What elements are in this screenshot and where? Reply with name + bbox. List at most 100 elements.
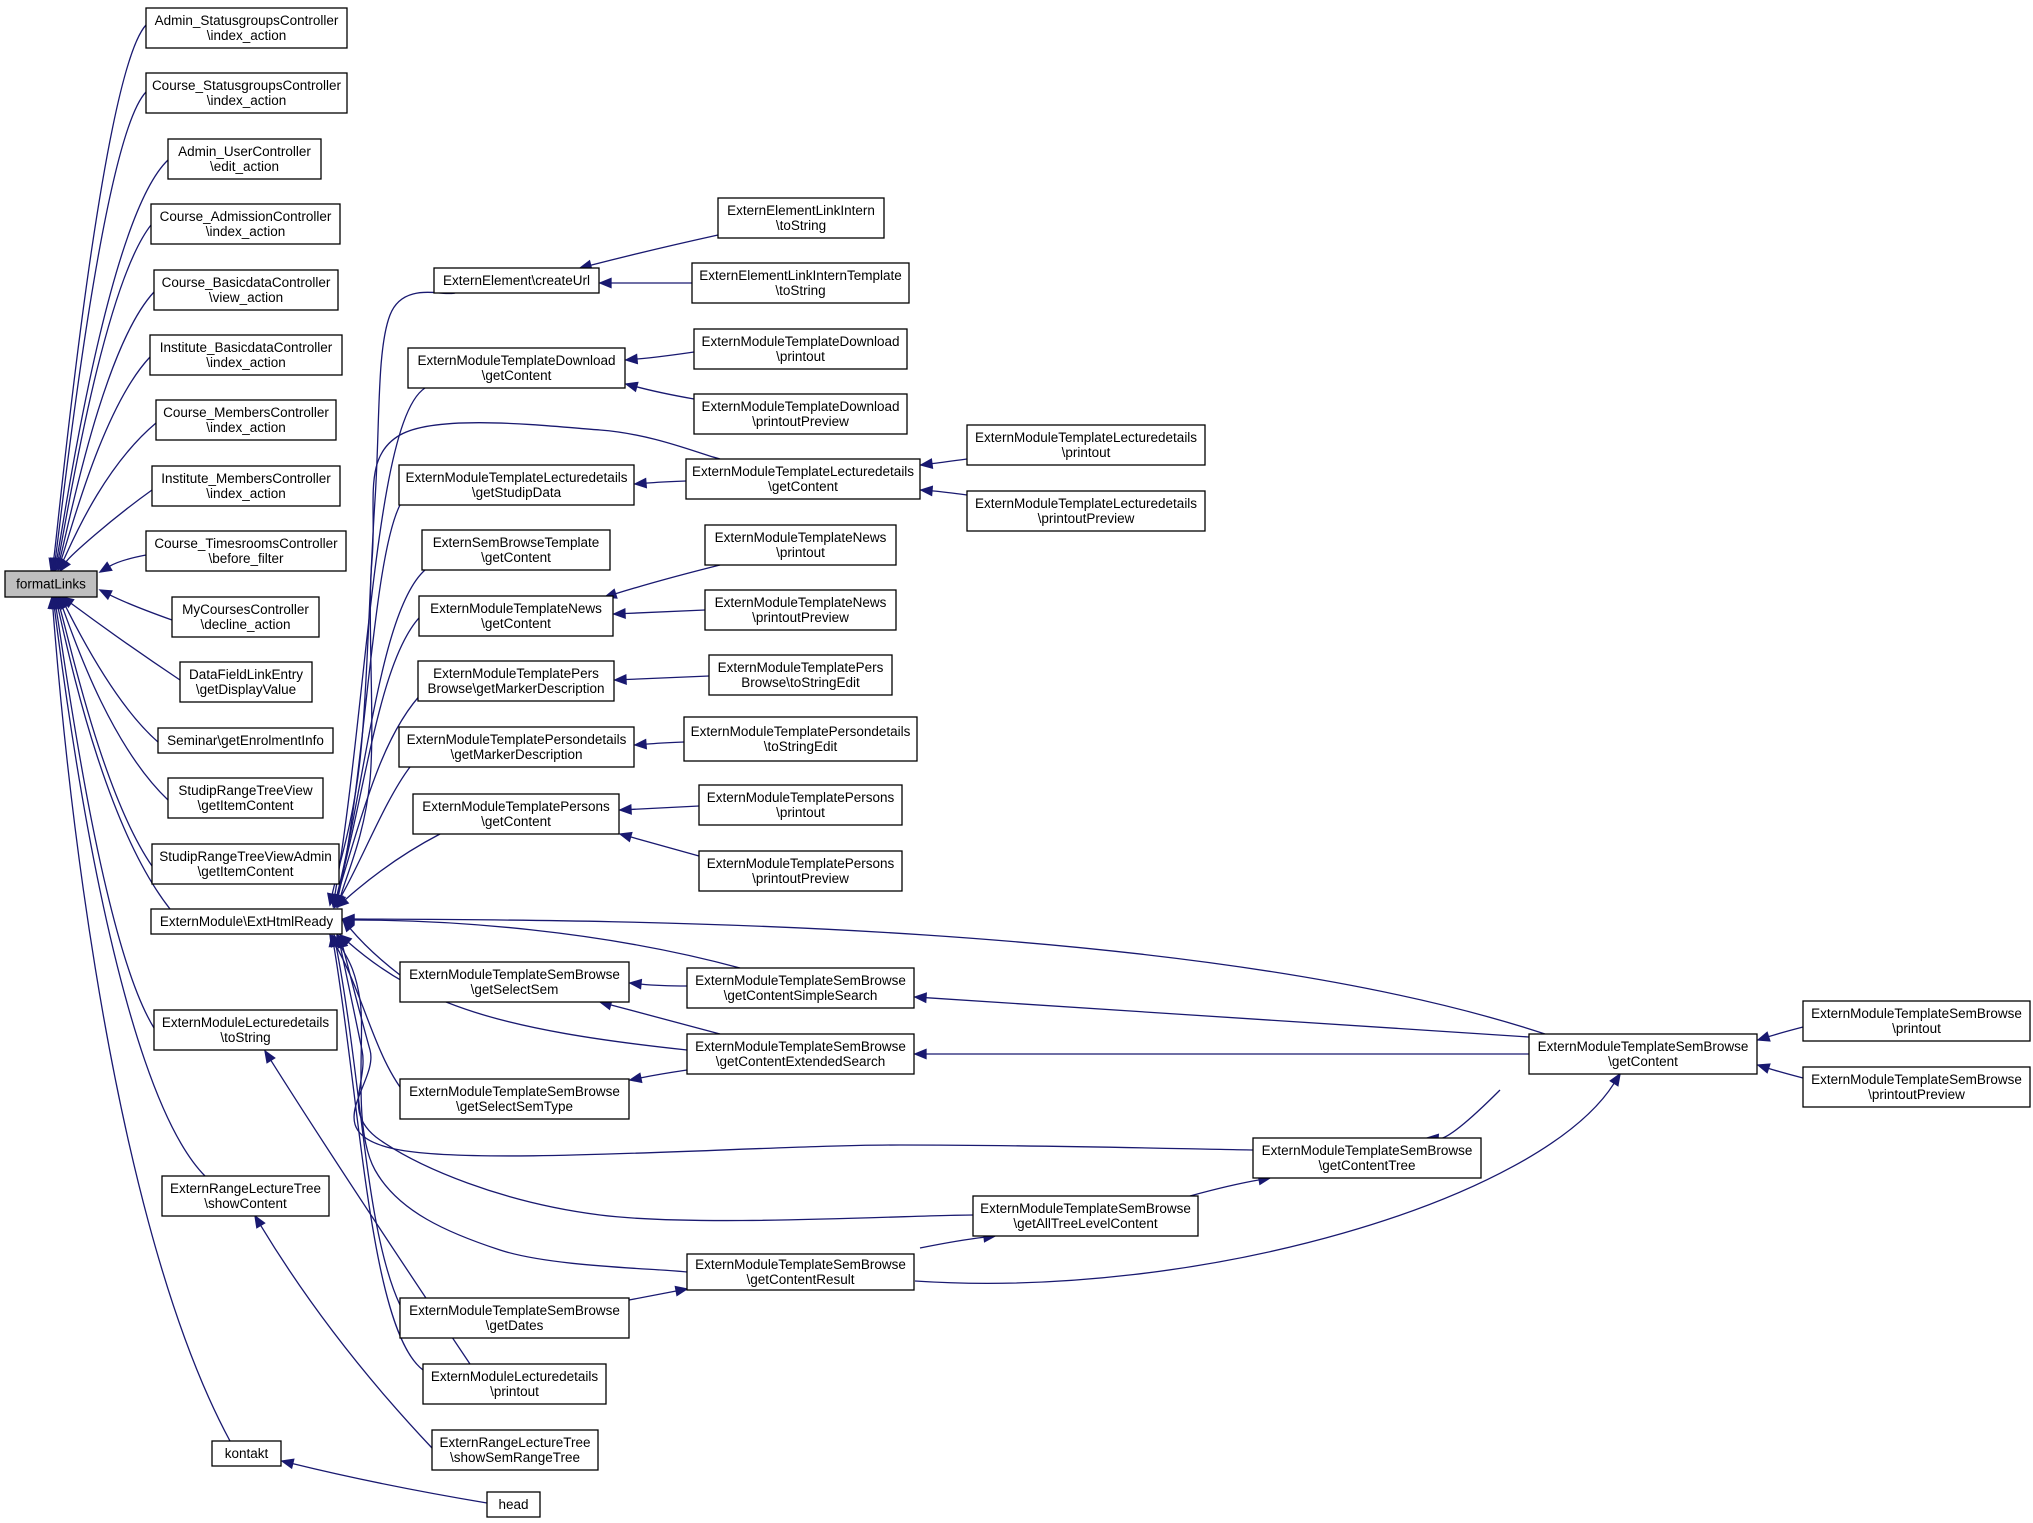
node-label: ExternModuleTemplateSemBrowse bbox=[980, 1201, 1191, 1216]
node-eml_tostring[interactable]: ExternModuleLecturedetails\toString bbox=[153, 1009, 338, 1051]
node-kontakt[interactable]: kontakt bbox=[211, 1440, 282, 1467]
node-exthtml[interactable]: ExternModule\ExtHtmlReady bbox=[150, 908, 343, 935]
arrowhead-icon bbox=[328, 933, 340, 948]
node-box bbox=[418, 595, 614, 637]
edge-line bbox=[339, 945, 974, 1222]
node-box bbox=[685, 458, 921, 500]
node-emtsb_getselectsem[interactable]: ExternModuleTemplateSemBrowse\getSelectS… bbox=[399, 961, 630, 1003]
node-box bbox=[698, 784, 903, 826]
node-label: ExternModuleTemplatePersondetails bbox=[407, 732, 627, 747]
node-course_status[interactable]: Course_StatusgroupsController\index_acti… bbox=[145, 72, 348, 114]
edge-emtsb_dates-to-emtsb_result bbox=[628, 1285, 689, 1301]
node-admin_user[interactable]: Admin_UserController\edit_action bbox=[167, 138, 322, 180]
node-box bbox=[966, 424, 1206, 466]
edge-line bbox=[344, 833, 441, 901]
edge-line bbox=[60, 356, 151, 561]
node-esbt_getcontent[interactable]: ExternSemBrowseTemplate\getContent bbox=[421, 529, 611, 571]
node-box bbox=[145, 530, 347, 572]
node-studip_tree_admin[interactable]: StudipRangeTreeViewAdmin\getItemContent bbox=[151, 843, 340, 885]
node-inst_basic[interactable]: Institute_BasicdataController\index_acti… bbox=[149, 334, 343, 376]
node-formatLinks[interactable]: formatLinks bbox=[4, 570, 98, 598]
node-erlt_showsem[interactable]: ExternRangeLectureTree\showSemRangeTree bbox=[431, 1429, 599, 1471]
node-emtn_getcontent[interactable]: ExternModuleTemplateNews\getContent bbox=[418, 595, 614, 637]
node-label: ExternModuleTemplatePersons bbox=[707, 790, 895, 805]
node-admin_status[interactable]: Admin_StatusgroupsController\index_actio… bbox=[145, 7, 348, 49]
arrowhead-icon bbox=[919, 485, 934, 497]
node-label: Seminar\getEnrolmentInfo bbox=[167, 733, 324, 748]
node-inst_members[interactable]: Institute_MembersController\index_action bbox=[151, 465, 341, 507]
edge-line bbox=[333, 945, 424, 1371]
node-emtn_preview[interactable]: ExternModuleTemplateNews\printoutPreview bbox=[704, 589, 897, 631]
node-emtp_preview[interactable]: ExternModuleTemplatePersons\printoutPrev… bbox=[698, 850, 903, 892]
node-emtl_getcontent[interactable]: ExternModuleTemplateLecturedetails\getCo… bbox=[685, 458, 921, 500]
node-box bbox=[145, 72, 348, 114]
node-emtsb_simple[interactable]: ExternModuleTemplateSemBrowse\getContent… bbox=[686, 967, 915, 1009]
edge-line bbox=[342, 946, 1254, 1157]
node-course_members[interactable]: Course_MembersController\index_action bbox=[155, 399, 337, 441]
node-label: ExternModuleLecturedetails bbox=[431, 1369, 599, 1384]
node-emtd_getcontent[interactable]: ExternModuleTemplateDownload\getContent bbox=[407, 347, 626, 389]
node-course_basic[interactable]: Course_BasicdataController\view_action bbox=[153, 269, 339, 311]
node-course_admission[interactable]: Course_AdmissionController\index_action bbox=[150, 203, 341, 245]
node-emtsb_extended[interactable]: ExternModuleTemplateSemBrowse\getContent… bbox=[686, 1033, 915, 1075]
node-emtd_preview[interactable]: ExternModuleTemplateDownload\printoutPre… bbox=[693, 393, 908, 435]
node-box bbox=[708, 654, 893, 696]
node-label: ExternModuleTemplateDownload bbox=[701, 399, 899, 414]
node-label: \getContent bbox=[482, 368, 552, 383]
node-box bbox=[683, 716, 918, 762]
edge-line bbox=[349, 927, 401, 976]
node-label: \index_action bbox=[206, 355, 286, 370]
node-emtpd_getmarker[interactable]: ExternModuleTemplatePersondetails\getMar… bbox=[398, 726, 635, 768]
edge-line bbox=[334, 944, 411, 1101]
node-emtl_getstudip[interactable]: ExternModuleTemplateLecturedetails\getSt… bbox=[398, 464, 635, 506]
edge-line bbox=[54, 91, 147, 560]
edge-line bbox=[1437, 1089, 1501, 1140]
node-datafield[interactable]: DataFieldLinkEntry\getDisplayValue bbox=[179, 661, 313, 703]
edge-emtn_printout-to-emtn_getcontent bbox=[603, 564, 721, 599]
node-emtl_preview[interactable]: ExternModuleTemplateLecturedetails\print… bbox=[966, 490, 1206, 532]
node-mycourses[interactable]: MyCoursesController\decline_action bbox=[171, 596, 320, 638]
node-emtsb_alltree[interactable]: ExternModuleTemplateSemBrowse\getAllTree… bbox=[972, 1195, 1199, 1237]
node-box bbox=[151, 843, 340, 885]
node-emtn_printout[interactable]: ExternModuleTemplateNews\printout bbox=[704, 524, 897, 566]
node-emtp_getcontent[interactable]: ExternModuleTemplatePersons\getContent bbox=[412, 793, 620, 835]
node-emtd_printout[interactable]: ExternModuleTemplateDownload\printout bbox=[693, 328, 908, 370]
node-emtpd_tostring[interactable]: ExternModuleTemplatePersondetails\toStri… bbox=[683, 716, 918, 762]
node-emtp_printout[interactable]: ExternModuleTemplatePersons\printout bbox=[698, 784, 903, 826]
node-label: formatLinks bbox=[16, 577, 86, 592]
node-label: Course_TimesroomsController bbox=[154, 536, 338, 551]
node-head[interactable]: head bbox=[486, 1491, 541, 1518]
node-emtsb_result[interactable]: ExternModuleTemplateSemBrowse\getContent… bbox=[686, 1253, 915, 1291]
node-box bbox=[153, 1009, 338, 1051]
edge-line bbox=[590, 234, 719, 266]
arrowhead-icon bbox=[335, 895, 350, 909]
node-eelit_tostring[interactable]: ExternElementLinkInternTemplate\toString bbox=[691, 262, 910, 304]
node-label: ExternModuleTemplateSemBrowse bbox=[1538, 1039, 1749, 1054]
edge-line bbox=[645, 741, 685, 745]
node-emtpb_tostring[interactable]: ExternModuleTemplatePersBrowse\toStringE… bbox=[708, 654, 893, 696]
node-createurl[interactable]: ExternElement\createUrl bbox=[433, 267, 600, 294]
node-emtpb_getmarker[interactable]: ExternModuleTemplatePersBrowse\getMarker… bbox=[417, 660, 615, 702]
node-erlt_show[interactable]: ExternRangeLectureTree\showContent bbox=[161, 1175, 330, 1217]
node-box bbox=[145, 7, 348, 49]
node-box bbox=[151, 465, 341, 507]
node-box bbox=[422, 1363, 607, 1405]
node-seminar[interactable]: Seminar\getEnrolmentInfo bbox=[157, 727, 334, 754]
node-label: ExternModuleTemplatePersondetails bbox=[691, 724, 911, 739]
node-eml_printout[interactable]: ExternModuleLecturedetails\printout bbox=[422, 1363, 607, 1405]
node-emtsb_getselectsemtype[interactable]: ExternModuleTemplateSemBrowse\getSelectS… bbox=[399, 1078, 630, 1120]
node-emtsb_getcontent[interactable]: ExternModuleTemplateSemBrowse\getContent bbox=[1528, 1033, 1758, 1075]
node-emtsb_printout[interactable]: ExternModuleTemplateSemBrowse\printout bbox=[1802, 1000, 2031, 1042]
node-label: \printout bbox=[776, 545, 825, 560]
node-course_times[interactable]: Course_TimesroomsController\before_filte… bbox=[145, 530, 347, 572]
node-studip_tree[interactable]: StudipRangeTreeView\getItemContent bbox=[167, 777, 324, 819]
node-eeli_tostring[interactable]: ExternElementLinkIntern\toString bbox=[717, 197, 885, 239]
node-emtsb_preview[interactable]: ExternModuleTemplateSemBrowse\printoutPr… bbox=[1802, 1066, 2031, 1108]
node-label: \showSemRangeTree bbox=[450, 1450, 580, 1465]
edge-emtp_printout-to-emtp_getcontent bbox=[618, 803, 700, 815]
node-label: ExternElement\createUrl bbox=[443, 273, 590, 288]
node-emtl_printout[interactable]: ExternModuleTemplateLecturedetails\print… bbox=[966, 424, 1206, 466]
node-emtsb_tree[interactable]: ExternModuleTemplateSemBrowse\getContent… bbox=[1252, 1137, 1482, 1179]
node-emtsb_dates[interactable]: ExternModuleTemplateSemBrowse\getDates bbox=[399, 1297, 630, 1339]
